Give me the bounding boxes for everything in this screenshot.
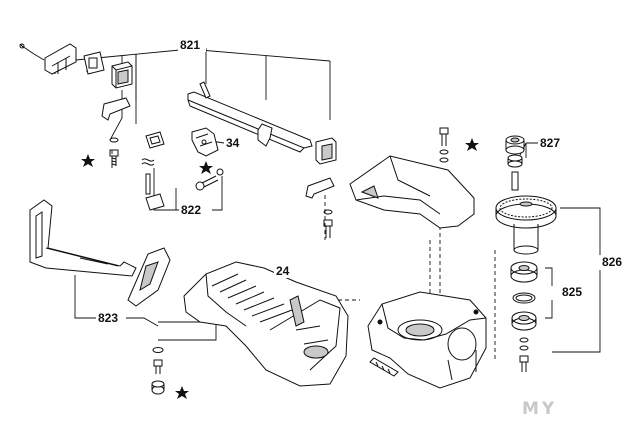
bolt-part-822 (195, 168, 224, 191)
callout-labels: 821 34 822 24 823 827 826 825 (96, 38, 630, 325)
housing-screw-part (369, 357, 399, 377)
motor-housing-part (183, 261, 349, 387)
callout-826: 826 (602, 255, 622, 269)
switch-bracket-part (44, 43, 77, 75)
shoe-plate-part (127, 247, 171, 307)
pin-827-part (511, 171, 519, 191)
callout-822: 822 (181, 203, 201, 217)
callout-825: 825 (562, 285, 582, 299)
callout-827: 827 (540, 136, 560, 150)
clip-part (145, 131, 165, 149)
callout-823: 823 (98, 311, 118, 325)
spring-part (141, 158, 155, 166)
screw-right-part (323, 219, 333, 238)
callout-821: 821 (180, 38, 200, 52)
gear-cover-part (349, 155, 475, 229)
lever-plate-right-part (305, 177, 335, 199)
star-icon (81, 154, 95, 167)
shoe-screws-part (151, 347, 165, 395)
bearing-825-lower-part (511, 311, 537, 331)
washers-826-part (519, 337, 529, 372)
switch-block-right-part (315, 137, 337, 165)
screw-left-part (19, 43, 45, 61)
gasket-part (83, 51, 105, 75)
watermark-text: MY (522, 399, 557, 419)
snap-ring-part (512, 292, 536, 304)
washer-right-part (323, 209, 333, 215)
leader-lines (54, 48, 601, 360)
bearing-827-part (505, 135, 525, 155)
star-icon (175, 386, 189, 399)
lever-plate-part (101, 97, 131, 121)
washer-small-part (109, 137, 119, 143)
star-icon (199, 161, 213, 174)
callout-24: 24 (276, 264, 290, 278)
callout-34: 34 (226, 136, 240, 150)
shoe-bracket-part (29, 199, 137, 277)
screw-part-left (109, 149, 119, 166)
latch-part (145, 193, 165, 211)
crown-gear-part (495, 195, 557, 255)
lever-part (191, 127, 219, 157)
gear-housing-part (367, 291, 487, 389)
needle-bearing-part (507, 154, 523, 168)
star-icon (465, 138, 479, 151)
slide-rail-part (187, 81, 313, 153)
switch-block-part (111, 61, 133, 89)
cover-screw-part (439, 127, 449, 163)
bearing-825-upper-part (510, 261, 538, 283)
pin-part (145, 173, 151, 195)
